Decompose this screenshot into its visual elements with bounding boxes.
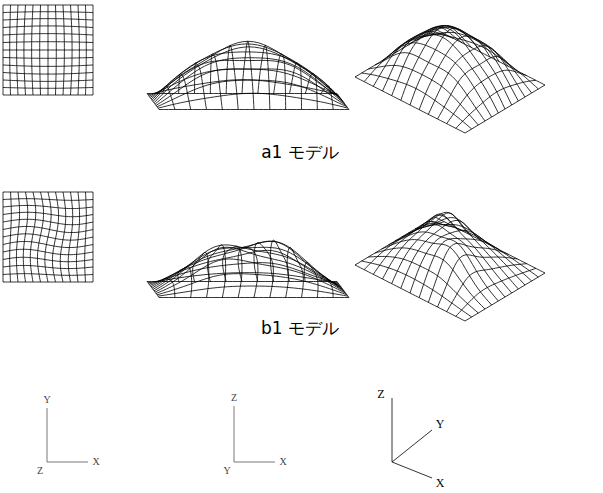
grid-line bbox=[428, 33, 538, 89]
grid-line bbox=[71, 5, 73, 95]
grid-line bbox=[85, 5, 87, 95]
axis-label: Z bbox=[231, 393, 237, 403]
plan-view bbox=[3, 5, 93, 95]
axis-icon bbox=[392, 398, 432, 478]
grid-line bbox=[78, 5, 79, 95]
grid-line bbox=[3, 11, 93, 13]
grid-line bbox=[465, 85, 545, 133]
grid-line bbox=[242, 41, 254, 109]
grid-line bbox=[305, 73, 317, 109]
grid-line bbox=[447, 70, 527, 123]
grid-line bbox=[364, 34, 444, 82]
axis-label: Z bbox=[377, 388, 384, 400]
elevation-view bbox=[147, 240, 349, 297]
grid-line bbox=[456, 80, 536, 128]
axis-line bbox=[392, 398, 393, 462]
axis-icon bbox=[47, 408, 88, 462]
grid-line bbox=[3, 5, 93, 6]
grid-line bbox=[435, 29, 545, 85]
grid-line bbox=[362, 261, 472, 317]
grid-line bbox=[10, 192, 12, 282]
grid-line bbox=[438, 255, 518, 307]
grid-line bbox=[223, 246, 242, 297]
grid-line bbox=[304, 262, 318, 297]
grid-line bbox=[3, 241, 93, 247]
grid-line bbox=[368, 65, 478, 125]
grid-line bbox=[155, 58, 345, 104]
axis-line bbox=[234, 462, 275, 463]
grid-line bbox=[287, 247, 303, 297]
grid-line bbox=[159, 297, 349, 298]
grid-line bbox=[153, 41, 343, 101]
grid-line bbox=[3, 19, 93, 20]
grid-line bbox=[337, 282, 349, 298]
grid-line bbox=[156, 259, 346, 294]
grid-line bbox=[68, 192, 72, 282]
grid-line bbox=[321, 276, 333, 297]
axis-icon bbox=[234, 406, 275, 462]
perspective-view bbox=[355, 212, 545, 321]
grid-line bbox=[419, 239, 499, 298]
grid-line bbox=[45, 192, 51, 282]
axis-label: X bbox=[279, 457, 286, 467]
grid-line bbox=[321, 86, 333, 110]
grid-line bbox=[428, 221, 538, 277]
grid-line bbox=[3, 26, 93, 28]
model-label: b1 モデル bbox=[261, 320, 339, 337]
axis-label: Z bbox=[37, 466, 43, 476]
axis-label: Y bbox=[436, 418, 445, 430]
grid-line bbox=[3, 274, 93, 276]
plan-view bbox=[3, 192, 93, 282]
grid-line bbox=[151, 52, 341, 99]
grid-line bbox=[52, 192, 58, 282]
grid-line bbox=[337, 94, 349, 110]
grid-line bbox=[428, 46, 508, 115]
grid-line bbox=[76, 192, 79, 282]
grid-line bbox=[428, 243, 508, 302]
grid-line bbox=[3, 249, 93, 254]
grid-line bbox=[435, 217, 545, 273]
grid-line bbox=[3, 257, 93, 261]
grid-line bbox=[258, 45, 270, 109]
grid-line bbox=[60, 192, 65, 282]
grid-line bbox=[401, 220, 481, 288]
axis-label: X bbox=[92, 457, 99, 467]
grid-line bbox=[152, 44, 342, 100]
grid-line bbox=[93, 5, 94, 95]
grid-line bbox=[93, 192, 94, 282]
elevation-view bbox=[147, 41, 349, 109]
model-label: a1 モデル bbox=[261, 144, 339, 161]
grid-line bbox=[85, 192, 87, 282]
grid-line bbox=[158, 93, 348, 108]
grid-line bbox=[422, 224, 532, 281]
axis-line bbox=[234, 406, 235, 462]
grid-line bbox=[158, 286, 348, 296]
axis-line bbox=[392, 430, 432, 462]
grid-line bbox=[153, 247, 343, 289]
grid-line bbox=[154, 47, 344, 103]
axis-line bbox=[392, 462, 432, 478]
grid-line bbox=[362, 73, 472, 129]
grid-line bbox=[465, 273, 545, 321]
axis-label: X bbox=[436, 477, 445, 489]
grid-line bbox=[3, 192, 93, 193]
perspective-view bbox=[355, 26, 545, 133]
grid-line bbox=[159, 109, 349, 110]
axis-line bbox=[47, 462, 88, 463]
grid-line bbox=[395, 223, 505, 297]
grid-line bbox=[150, 60, 340, 97]
axis-label: Y bbox=[223, 466, 230, 476]
grid-line bbox=[226, 45, 238, 109]
grid-line bbox=[456, 268, 536, 316]
grid-line bbox=[422, 32, 532, 93]
axis-label: Y bbox=[43, 395, 50, 405]
grid-line bbox=[3, 199, 93, 201]
grid-line bbox=[155, 247, 345, 292]
axis-line bbox=[47, 408, 48, 462]
